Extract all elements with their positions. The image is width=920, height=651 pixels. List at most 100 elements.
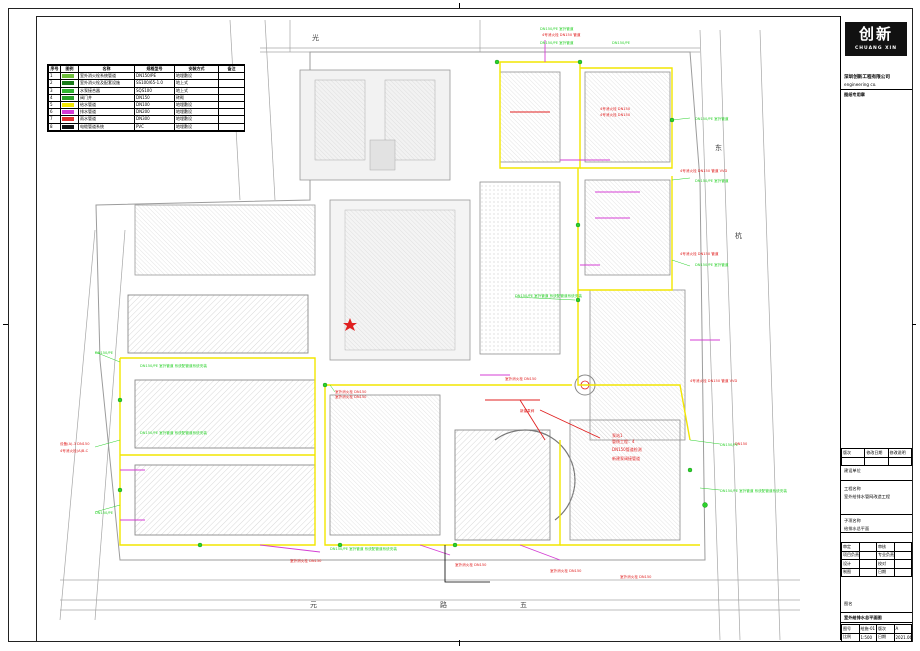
signature-cell: 校对	[876, 559, 895, 569]
legend-no: 1	[48, 72, 61, 81]
west-blocks	[127, 204, 316, 536]
legend-note	[218, 108, 245, 117]
legend-spec: SS100/65-1.0	[134, 79, 175, 88]
svg-text:室外消火栓 DN150: 室外消火栓 DN150	[550, 568, 582, 573]
legend-no: 7	[48, 115, 61, 124]
legend-swatch-icon	[62, 88, 74, 93]
signature-cell	[858, 542, 877, 552]
svg-text:DN150/PE: DN150/PE	[612, 41, 631, 45]
signature-cell	[858, 559, 877, 569]
legend-name: 雨水管道	[78, 115, 135, 124]
meta-cell: A	[893, 624, 912, 634]
legend-symbol	[60, 72, 79, 81]
svg-text:DN150/PE 室外管道 系统配管道系统安装: DN150/PE 室外管道 系统配管道系统安装	[140, 430, 207, 435]
road-names: 光 东 杭 元 路 五	[310, 33, 742, 609]
svg-text:室外消火栓 DN150: 室外消火栓 DN150	[335, 394, 367, 399]
signature-cell: 项目负责	[841, 550, 860, 560]
svg-text:DN150/PE 室外管道: DN150/PE 室外管道	[695, 262, 729, 267]
svg-text:DN150/PE: DN150/PE	[95, 351, 114, 355]
legend-swatch-icon	[62, 117, 74, 122]
svg-text:DN150/PE 室外管道: DN150/PE 室外管道	[695, 178, 729, 183]
client-label: 建设单位	[844, 468, 861, 473]
meta-cell: 2021.06	[893, 632, 912, 642]
svg-text:4号消火栓(A)B-C: 4号消火栓(A)B-C	[60, 448, 89, 453]
legend-symbol	[60, 122, 79, 131]
northeast-blocks	[479, 71, 686, 441]
project-name: 室外给排水管网改造工程	[844, 494, 891, 499]
left-center-tick	[3, 324, 8, 325]
legend-no: 2	[48, 79, 61, 88]
legend-swatch-icon	[62, 124, 74, 129]
legend-spec: DN200	[134, 108, 175, 117]
inner-frame	[36, 16, 913, 642]
signature-cell	[893, 567, 912, 577]
signature-cell: 日期	[876, 567, 895, 577]
svg-text:五: 五	[520, 601, 527, 609]
legend-header-symbol: 图例	[60, 64, 79, 74]
legend-swatch-icon	[62, 74, 74, 79]
drawing-title: 室外给排水总平面图	[844, 615, 882, 620]
legend-no: 3	[48, 86, 61, 95]
signature-cell	[893, 542, 912, 552]
legend-spec: DN300	[134, 115, 175, 124]
legend-spec: SQS100	[134, 86, 175, 95]
drawing-title-label: 图名	[844, 601, 853, 606]
legend-swatch-icon	[62, 95, 74, 100]
south-center-blocks	[329, 374, 681, 541]
legend-install: 地埋敷设	[174, 108, 219, 117]
svg-text:DN150/PE: DN150/PE	[95, 511, 114, 515]
subitem-label: 子项名称	[844, 518, 861, 523]
svg-text:新建泵阀: 新建泵阀	[520, 408, 535, 413]
legend-header-no: 序号	[48, 64, 61, 74]
rainwater-lines	[485, 111, 601, 441]
legend-name: 室外消火栓及配套设施	[78, 79, 135, 88]
svg-text:DN150/PE 室外管道 系统配管道系统安装: DN150/PE 室外管道 系统配管道系统安装	[515, 293, 582, 298]
svg-text:DN150/PE 室外管道 系统配管道系统安装: DN150/PE 室外管道 系统配管道系统安装	[720, 488, 787, 493]
callout-leaders	[94, 117, 721, 513]
svg-text:泵站1: 泵站1	[612, 432, 623, 438]
legend-header-install: 安装方式	[174, 64, 219, 74]
right-center-tick	[911, 324, 916, 325]
section-leader	[444, 545, 490, 583]
legend-install: 地上式	[174, 79, 219, 88]
svg-text:管线工程：4: 管线工程：4	[612, 438, 635, 444]
legend-note	[218, 79, 245, 88]
legend-spec: DN100	[134, 100, 175, 110]
svg-text:4号消火栓 DN150 管道 VVD: 4号消火栓 DN150 管道 VVD	[690, 378, 738, 383]
signature-cell	[858, 567, 877, 577]
legend-note	[218, 122, 245, 131]
signature-cell	[858, 550, 877, 560]
signature-cell	[893, 559, 912, 569]
svg-text:4号消火栓 DN150 管道: 4号消火栓 DN150 管道	[542, 32, 581, 37]
callout-note: 泵站1 管线工程：4 DN150管道检测 新建泵阀接管道	[612, 432, 642, 461]
legend-spec: DN150	[134, 93, 175, 102]
meta-cell: 比例	[841, 632, 860, 642]
svg-text:元: 元	[310, 601, 317, 609]
logo-subtext: CHUANG XIN	[854, 46, 897, 51]
svg-text:DN150/PE 室外管道: DN150/PE 室外管道	[695, 116, 729, 121]
svg-text:4号消火栓 DN150: 4号消火栓 DN150	[600, 106, 631, 111]
signature-cell: 审核	[876, 542, 895, 552]
legend-no: 4	[48, 93, 61, 102]
legend-note	[218, 115, 245, 124]
legend-install: 地埋敷设	[174, 100, 219, 110]
svg-text:设备(A)-3 DN150: 设备(A)-3 DN150	[60, 441, 90, 446]
meta-cell: 1:500	[858, 632, 877, 642]
bottom-center-tick	[459, 640, 460, 646]
road-network	[59, 19, 800, 641]
drawing-stamp: 图纸专用章	[844, 92, 865, 97]
legend-name: 电缆管道系统	[78, 122, 135, 131]
meta-cell: 给施-01	[858, 624, 877, 634]
svg-text:DN150管道检测: DN150管道检测	[612, 446, 642, 452]
company-name-en: engineering co.	[844, 82, 877, 87]
